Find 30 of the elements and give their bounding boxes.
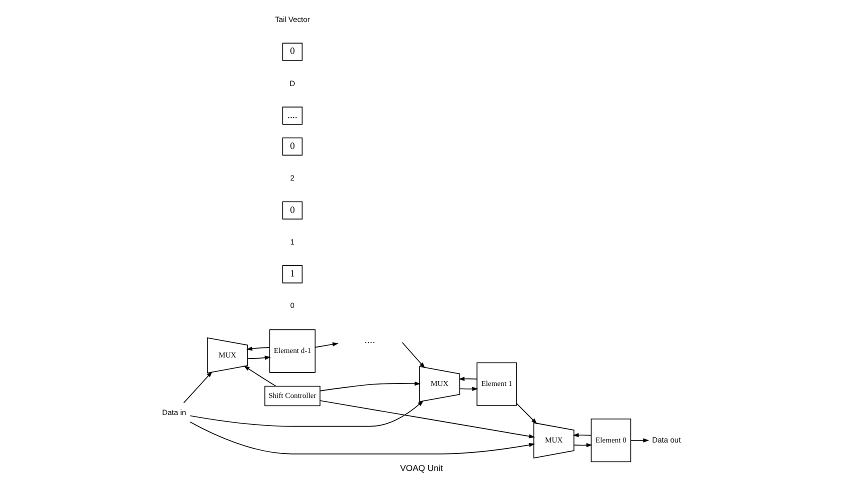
arrow xyxy=(314,342,338,348)
arrow xyxy=(247,356,271,360)
node-box: Shift Controller xyxy=(264,386,320,406)
label: .... xyxy=(364,335,376,346)
node-box: MUX xyxy=(206,337,248,374)
arrow xyxy=(246,346,270,351)
caption: VOAQ Unit xyxy=(400,462,443,473)
node-box: MUX xyxy=(533,422,574,458)
arrow xyxy=(630,438,650,442)
arrow xyxy=(516,403,538,424)
arrow xyxy=(244,366,276,387)
node-box: 0 xyxy=(282,137,303,156)
node-box: 1 xyxy=(282,265,303,284)
arrow xyxy=(459,386,478,392)
arrow xyxy=(574,443,592,448)
arrow xyxy=(190,400,424,427)
node-box: Element d-1 xyxy=(269,329,316,373)
arrow xyxy=(320,382,421,392)
node-box: 0 xyxy=(282,201,303,220)
node-box: Element 0 xyxy=(590,418,632,462)
arrow xyxy=(190,422,535,454)
node-box: MUX xyxy=(419,366,460,402)
arrow xyxy=(458,376,478,381)
arrow xyxy=(402,342,426,368)
node-box: .... xyxy=(282,106,303,125)
node-box: 0 xyxy=(282,42,303,61)
node-box: Element 1 xyxy=(476,362,517,406)
arrow xyxy=(572,433,592,438)
arrow xyxy=(183,371,212,404)
arrow xyxy=(320,400,535,438)
